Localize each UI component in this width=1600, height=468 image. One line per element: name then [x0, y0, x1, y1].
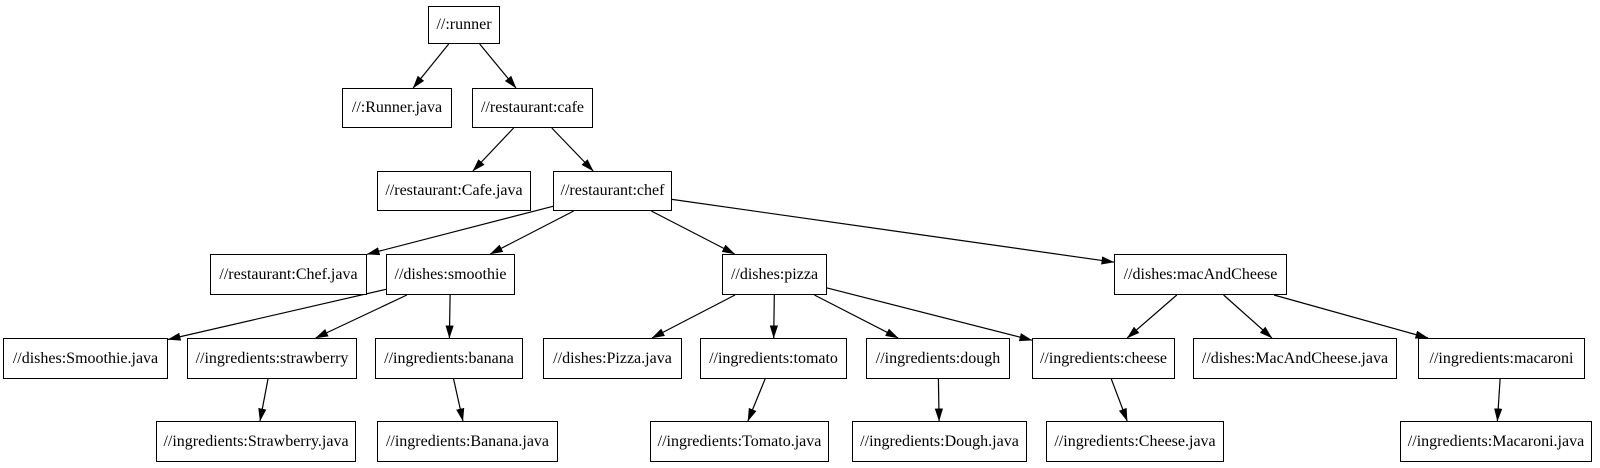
- graph-node-label: //ingredients:Banana.java: [385, 432, 550, 450]
- graph-node-label: //ingredients:Dough.java: [860, 432, 1019, 450]
- graph-edge-cheese-to-cheese-java: [1110, 378, 1128, 422]
- graph-node-runner-java: //:Runner.java: [342, 88, 452, 128]
- graph-edge-pizza-to-tomato: [769, 294, 778, 339]
- graph-edge-macandcheese-to-cheese: [1126, 294, 1178, 339]
- graph-edge-chef-to-pizza: [651, 210, 736, 255]
- graph-node-cheese-java: //ingredients:Cheese.java: [1046, 421, 1224, 462]
- graph-node-label: //ingredients:strawberry: [195, 349, 349, 367]
- graph-node-cheese: //ingredients:cheese: [1032, 338, 1175, 379]
- graph-node-label: //ingredients:cheese: [1039, 349, 1168, 367]
- graph-node-label: //ingredients:Macaroni.java: [1407, 432, 1585, 450]
- graph-node-tomato-java: //ingredients:Tomato.java: [650, 421, 829, 462]
- graph-node-macaroni-java: //ingredients:Macaroni.java: [1400, 421, 1592, 462]
- graph-node-smoothie-java: //dishes:Smoothie.java: [3, 338, 168, 379]
- graph-node-dough: //ingredients:dough: [866, 338, 1010, 379]
- graph-node-strawberry: //ingredients:strawberry: [187, 338, 357, 379]
- graph-edge-banana-to-banana-java: [453, 378, 465, 422]
- graph-node-label: //dishes:macAndCheese: [1123, 265, 1278, 283]
- graph-node-label: //ingredients:Strawberry.java: [163, 432, 349, 450]
- graph-node-macandcheese-java: //dishes:MacAndCheese.java: [1193, 338, 1397, 379]
- graph-node-label: //dishes:smoothie: [394, 265, 507, 283]
- graph-node-label: //restaurant:cafe: [480, 99, 585, 116]
- graph-node-cafe: //restaurant:cafe: [472, 88, 593, 128]
- graph-edge-macaroni-to-macaroni-java: [1494, 378, 1503, 422]
- graph-node-label: //restaurant:Cafe.java: [385, 182, 523, 199]
- graph-node-label: //dishes:MacAndCheese.java: [1201, 349, 1389, 367]
- graph-node-label: //ingredients:macaroni: [1429, 349, 1574, 367]
- graph-edge-pizza-to-dough: [814, 294, 899, 339]
- graph-node-tomato: //ingredients:tomato: [700, 338, 847, 379]
- graph-edge-strawberry-to-strawberry-java: [258, 378, 269, 422]
- graph-edge-dough-to-dough-java: [934, 378, 943, 422]
- graph-edge-chef-to-chef-java: [366, 205, 554, 256]
- graph-node-label: //ingredients:Tomato.java: [657, 432, 822, 450]
- graph-edge-smoothie-to-smoothie-java: [167, 288, 387, 341]
- graph-node-chef-java: //restaurant:Chef.java: [210, 254, 367, 295]
- graph-node-label: //:Runner.java: [351, 99, 443, 116]
- graph-node-dough-java: //ingredients:Dough.java: [852, 421, 1027, 462]
- graph-node-label: //ingredients:dough: [875, 349, 1001, 367]
- graph-node-label: //ingredients:Cheese.java: [1054, 432, 1216, 450]
- graph-edge-pizza-to-pizza-java: [651, 294, 736, 339]
- graph-edge-pizza-to-cheese: [826, 287, 1033, 342]
- graph-node-macaroni: //ingredients:macaroni: [1418, 338, 1585, 379]
- graph-node-label: //ingredients:banana: [384, 349, 514, 367]
- graph-node-strawberry-java: //ingredients:Strawberry.java: [156, 421, 356, 462]
- graph-node-pizza: //dishes:pizza: [722, 254, 827, 295]
- graph-edge-runner-to-runner-java: [412, 43, 450, 89]
- graph-edge-macandcheese-to-macaroni: [1273, 294, 1429, 339]
- graph-node-pizza-java: //dishes:Pizza.java: [543, 338, 682, 379]
- graph-edge-macandcheese-to-macandcheese-java: [1223, 294, 1273, 339]
- graph-node-label: //dishes:Smoothie.java: [12, 349, 159, 367]
- graph-node-label: //ingredients:tomato: [709, 349, 838, 367]
- graph-edge-chef-to-macandcheese: [671, 198, 1115, 265]
- graph-node-banana-java: //ingredients:Banana.java: [377, 421, 558, 462]
- graph-node-label: //restaurant:chef: [560, 182, 665, 199]
- graph-edge-cafe-to-chef: [551, 127, 594, 172]
- graph-edge-smoothie-to-banana: [445, 294, 454, 339]
- graph-node-runner: //:runner: [428, 6, 500, 44]
- graph-edge-chef-to-smoothie: [489, 210, 574, 255]
- graph-node-label: //dishes:pizza: [730, 265, 819, 283]
- graph-edge-smoothie-to-strawberry: [315, 294, 408, 339]
- graph-edge-tomato-to-tomato-java: [747, 378, 766, 422]
- graph-node-label: //:runner: [436, 16, 492, 33]
- graph-node-macandcheese: //dishes:macAndCheese: [1114, 254, 1287, 295]
- graph-node-label: //restaurant:Chef.java: [219, 265, 358, 283]
- graph-edge-cafe-to-cafe-java: [472, 127, 515, 172]
- graph-node-cafe-java: //restaurant:Cafe.java: [377, 171, 531, 211]
- graph-node-label: //dishes:Pizza.java: [553, 349, 672, 367]
- graph-node-banana: //ingredients:banana: [375, 338, 523, 379]
- graph-edge-runner-to-cafe: [479, 43, 517, 89]
- graph-node-smoothie: //dishes:smoothie: [386, 254, 515, 295]
- graph-node-chef: //restaurant:chef: [553, 171, 672, 211]
